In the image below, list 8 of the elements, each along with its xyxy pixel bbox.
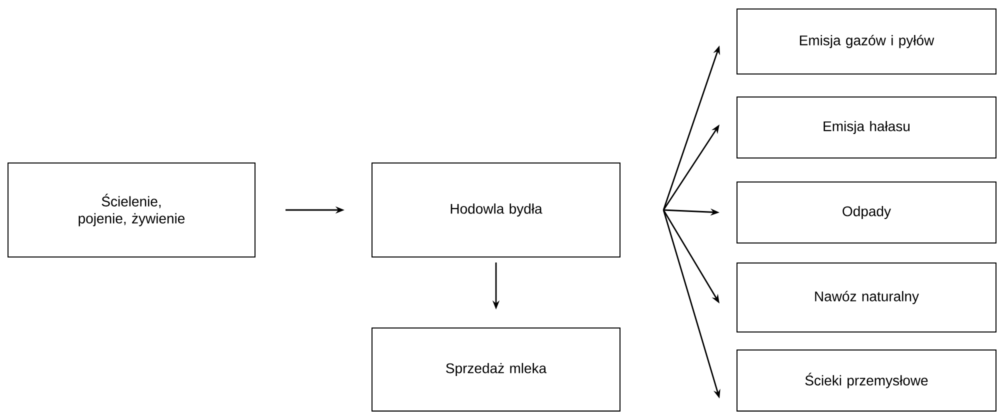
process-box: Ścielenie, pojenie, żywienie <box>8 162 256 258</box>
process-box: Emisja hałasu <box>736 96 996 158</box>
process-box: Emisja gazów i pyłów <box>736 8 996 74</box>
process-box: Hodowla bydła <box>372 162 620 258</box>
process-box: Sprzedaż mleka <box>372 328 620 412</box>
process-box: Odpady <box>736 182 996 244</box>
process-box: Nawóz naturalny <box>736 262 996 332</box>
process-box: Ścieki przemysłowe <box>736 350 996 412</box>
